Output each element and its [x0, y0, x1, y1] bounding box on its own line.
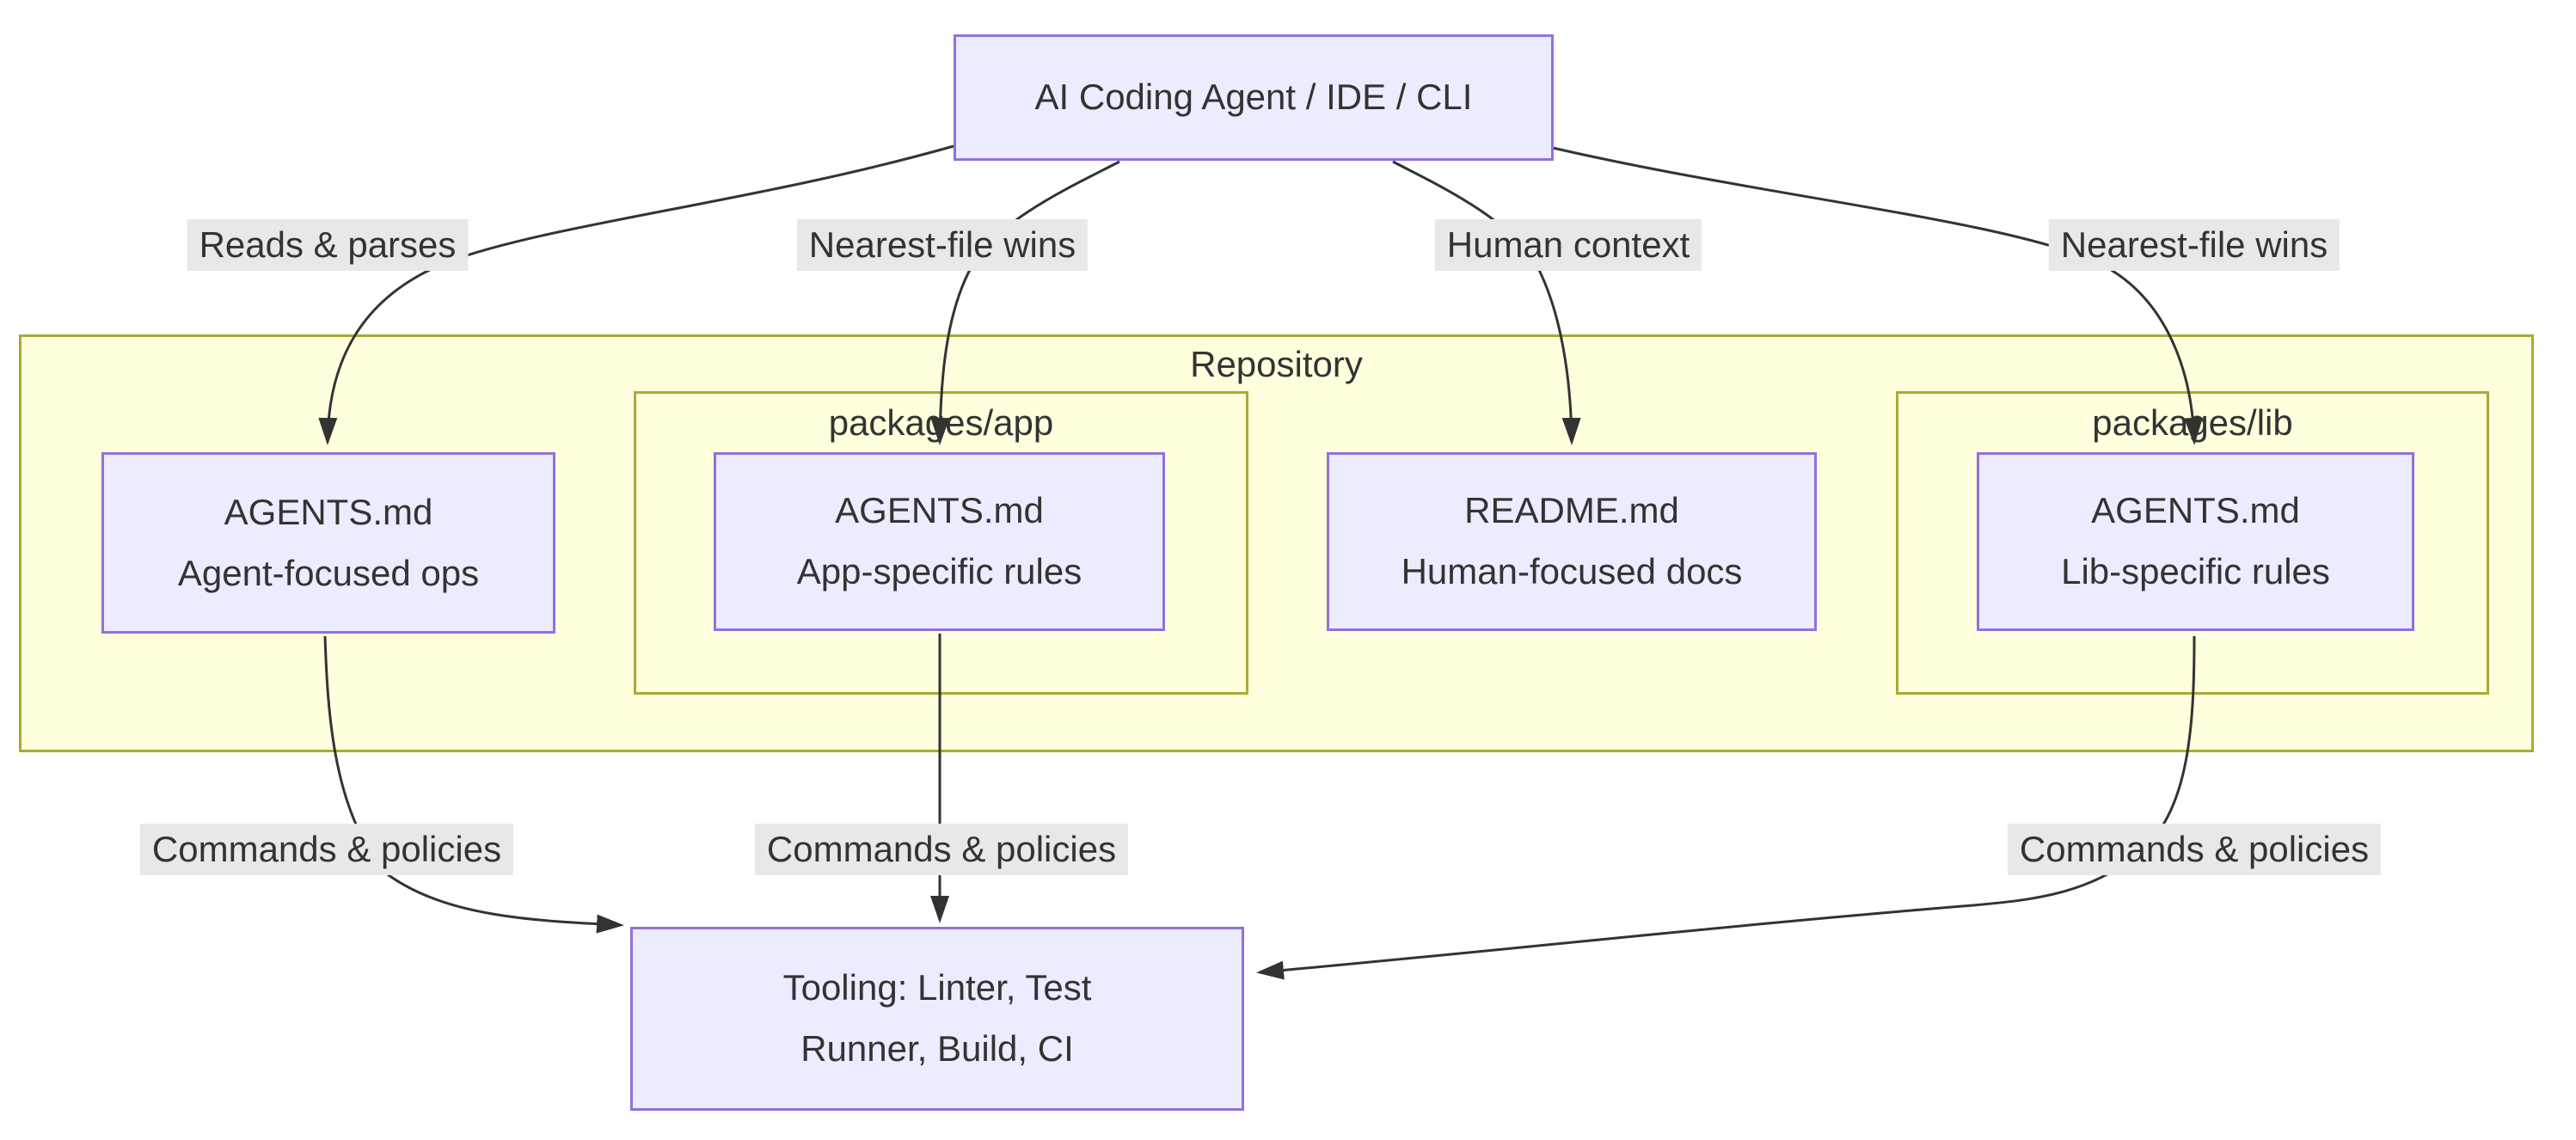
node-tooling-line1: Tooling: Linter, Test: [782, 967, 1092, 1008]
node-root-agents-md-line1: AGENTS.md: [224, 491, 433, 532]
node-root-agents-md: AGENTS.md Agent-focused ops: [101, 452, 555, 634]
node-readme-md-line2: Human-focused docs: [1401, 551, 1743, 591]
node-lib-agents-md: AGENTS.md Lib-specific rules: [1977, 452, 2414, 631]
node-ai-coding-agent: AI Coding Agent / IDE / CLI: [954, 34, 1554, 161]
edge-label-nearest-file-app: Nearest-file wins: [796, 219, 1089, 271]
edge-agent-to-root-agents: [318, 144, 954, 445]
node-lib-agents-md-line2: Lib-specific rules: [2061, 551, 2330, 591]
cluster-repository-title: Repository: [1190, 344, 1363, 384]
node-app-agents-md: AGENTS.md App-specific rules: [714, 452, 1165, 631]
edge-label-reads-parses: Reads & parses: [187, 219, 469, 271]
node-tooling: Tooling: Linter, Test Runner, Build, CI: [630, 927, 1244, 1111]
edge-agent-to-app-agents: [930, 160, 1120, 445]
edge-agent-to-lib-agents: [1552, 146, 2204, 445]
edge-label-commands-lib: Commands & policies: [2007, 824, 2382, 875]
node-lib-agents-md-line1: AGENTS.md: [2091, 490, 2300, 531]
edge-label-nearest-file-lib: Nearest-file wins: [2048, 219, 2340, 271]
edge-label-commands-root: Commands & policies: [139, 824, 514, 875]
edge-lib-agents-to-tooling: [1256, 635, 2196, 980]
edge-label-commands-app: Commands & policies: [754, 824, 1129, 875]
node-readme-md-line1: README.md: [1464, 490, 1679, 531]
edge-agent-to-readme: [1392, 160, 1581, 445]
node-readme-md: README.md Human-focused docs: [1327, 452, 1817, 631]
node-tooling-line2: Runner, Build, CI: [800, 1028, 1074, 1069]
edge-label-human-context: Human context: [1434, 219, 1702, 271]
node-root-agents-md-line2: Agent-focused ops: [177, 552, 480, 593]
node-app-agents-md-line2: App-specific rules: [796, 551, 1083, 591]
edge-root-agents-to-tooling: [323, 635, 624, 934]
node-ai-coding-agent-label: AI Coding Agent / IDE / CLI: [1034, 77, 1473, 118]
node-app-agents-md-line1: AGENTS.md: [835, 490, 1044, 531]
